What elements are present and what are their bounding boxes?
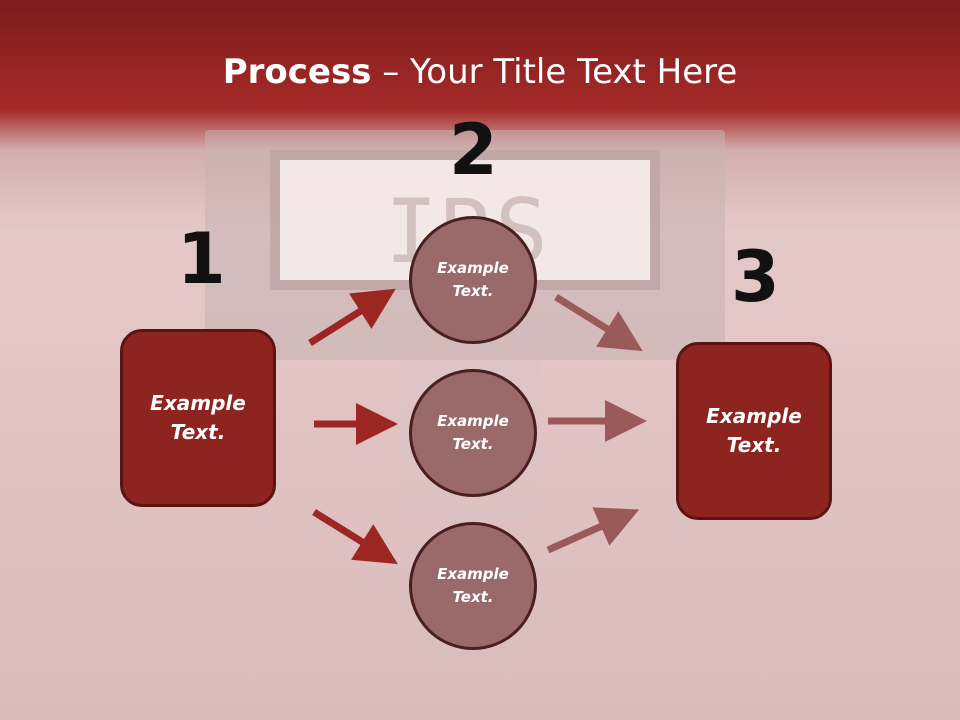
arrow-top-to-right xyxy=(554,294,643,352)
arrow-bottom-to-right xyxy=(546,507,640,554)
circle-bottom[interactable]: Example Text. xyxy=(409,522,537,650)
right-process-box[interactable]: Example Text. xyxy=(676,342,832,520)
circle-top-text: Example Text. xyxy=(437,259,509,300)
step-number-2: 2 xyxy=(449,109,498,191)
right-box-text: Example Text. xyxy=(706,404,802,457)
arrow-left-to-bottom xyxy=(312,509,398,565)
circle-middle[interactable]: Example Text. xyxy=(409,369,537,497)
title-rest: – Your Title Text Here xyxy=(371,52,738,92)
left-process-box[interactable]: Example Text. xyxy=(120,329,276,507)
arrow-left-to-top xyxy=(308,288,396,346)
circle-top[interactable]: Example Text. xyxy=(409,216,537,344)
step-number-3: 3 xyxy=(731,236,780,318)
circle-bottom-text: Example Text. xyxy=(437,565,509,606)
slide-title: Process – Your Title Text Here xyxy=(0,52,960,92)
title-bold: Process xyxy=(222,52,372,92)
circle-middle-text: Example Text. xyxy=(437,412,509,453)
step-number-1: 1 xyxy=(177,218,226,300)
left-box-text: Example Text. xyxy=(150,391,246,444)
